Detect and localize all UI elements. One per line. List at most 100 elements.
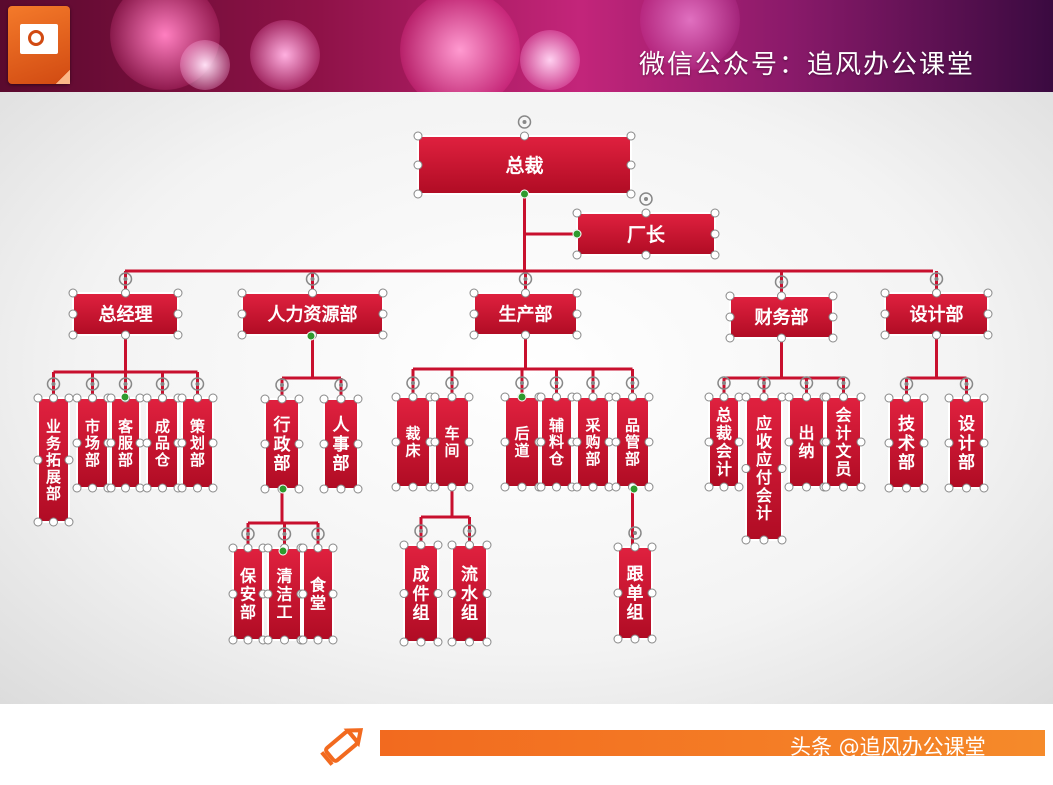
svg-text:厂长: 厂长 — [627, 224, 666, 246]
svg-text:保: 保 — [239, 567, 257, 586]
svg-text:堂: 堂 — [310, 593, 326, 612]
powerpoint-icon — [8, 6, 70, 84]
svg-text:员: 员 — [835, 459, 851, 478]
svg-text:辅: 辅 — [549, 416, 564, 434]
svg-text:工: 工 — [276, 602, 292, 621]
svg-text:会: 会 — [716, 441, 732, 460]
node-2-5[interactable]: 品管部 — [615, 396, 650, 488]
svg-text:财务部: 财务部 — [755, 306, 809, 328]
node-1-0[interactable]: 行政部 — [264, 398, 300, 490]
svg-text:组: 组 — [461, 602, 478, 623]
svg-text:组: 组 — [627, 602, 644, 623]
footer-text: 头条 @追风办公课堂 — [790, 735, 986, 759]
node-4-1[interactable]: 设计部 — [948, 397, 985, 489]
svg-text:政: 政 — [274, 434, 292, 455]
node-1-1[interactable]: 人事部 — [323, 398, 359, 490]
svg-text:技: 技 — [898, 414, 916, 435]
svg-text:纳: 纳 — [798, 441, 814, 460]
svg-text:计: 计 — [835, 423, 851, 442]
svg-text:术: 术 — [898, 433, 915, 454]
svg-text:收: 收 — [756, 432, 772, 451]
svg-text:成: 成 — [413, 564, 430, 585]
svg-text:拓: 拓 — [46, 451, 61, 469]
svg-text:计: 计 — [756, 504, 772, 523]
svg-text:品: 品 — [155, 434, 170, 452]
node-0-3[interactable]: 成品仓 — [146, 397, 179, 489]
svg-text:部: 部 — [46, 485, 61, 503]
svg-text:部: 部 — [274, 453, 291, 474]
svg-text:间: 间 — [444, 442, 459, 460]
svg-text:文: 文 — [835, 441, 852, 460]
svg-text:部: 部 — [958, 452, 975, 473]
banner-title: 微信公众号：追风办公课堂 — [638, 50, 975, 80]
node-2-4[interactable]: 采购部 — [576, 396, 610, 488]
svg-text:洁: 洁 — [276, 584, 292, 603]
svg-text:单: 单 — [627, 583, 644, 604]
svg-text:车: 车 — [444, 425, 459, 443]
svg-text:购: 购 — [585, 433, 600, 451]
svg-text:会: 会 — [756, 486, 772, 505]
node-0-4[interactable]: 策划部 — [181, 397, 214, 489]
node-2-0[interactable]: 裁床 — [395, 396, 431, 488]
title-banner: 微信公众号：追风办公课堂 — [0, 0, 1053, 92]
node-ceo[interactable]: 总裁 — [417, 135, 632, 195]
svg-text:部: 部 — [190, 451, 205, 469]
svg-text:床: 床 — [405, 442, 421, 460]
svg-text:服: 服 — [118, 434, 134, 452]
svg-text:部: 部 — [898, 452, 915, 473]
node-workshop-sub-0[interactable]: 成件组 — [403, 544, 439, 643]
node-2-1[interactable]: 车间 — [434, 396, 470, 488]
svg-text:出: 出 — [798, 423, 814, 442]
svg-text:应: 应 — [756, 414, 772, 433]
svg-text:部: 部 — [585, 450, 600, 468]
node-factory-director[interactable]: 厂长 — [576, 212, 716, 256]
node-workshop-sub-1[interactable]: 流水组 — [451, 544, 488, 643]
node-hr-sub-1[interactable]: 清洁工 — [267, 547, 302, 641]
svg-text:行: 行 — [273, 415, 291, 436]
svg-text:采: 采 — [584, 416, 601, 434]
svg-text:安: 安 — [240, 584, 256, 603]
svg-text:人力资源部: 人力资源部 — [268, 303, 358, 325]
node-dept-0[interactable]: 总经理 — [72, 292, 179, 336]
org-chart: 总裁厂长总经理人力资源部生产部财务部设计部业务拓展部市场部客服部成品仓策划部行政… — [33, 115, 993, 647]
svg-text:生产部: 生产部 — [499, 303, 553, 325]
svg-text:部: 部 — [625, 450, 640, 468]
svg-text:付: 付 — [756, 468, 772, 487]
node-0-1[interactable]: 市场部 — [76, 397, 109, 489]
node-4-0[interactable]: 技术部 — [888, 397, 925, 489]
svg-text:市: 市 — [85, 417, 100, 435]
svg-text:品: 品 — [625, 416, 640, 434]
svg-text:事: 事 — [333, 435, 350, 455]
svg-text:部: 部 — [333, 453, 350, 474]
svg-text:部: 部 — [240, 602, 256, 621]
node-hr-sub-0[interactable]: 保安部 — [232, 547, 264, 641]
svg-text:仓: 仓 — [548, 450, 565, 468]
node-dept-2[interactable]: 生产部 — [473, 292, 578, 336]
svg-text:后: 后 — [514, 425, 529, 443]
svg-text:总经理: 总经理 — [99, 303, 153, 325]
svg-text:部: 部 — [118, 451, 133, 469]
svg-text:裁: 裁 — [716, 423, 732, 442]
svg-text:客: 客 — [117, 417, 134, 435]
svg-text:裁: 裁 — [405, 425, 420, 443]
node-2-2[interactable]: 后道 — [504, 396, 540, 488]
svg-text:仓: 仓 — [154, 451, 171, 469]
svg-text:人: 人 — [333, 416, 351, 436]
svg-text:食: 食 — [309, 575, 327, 594]
node-2-3[interactable]: 辅料仓 — [540, 396, 573, 488]
svg-text:部: 部 — [85, 451, 100, 469]
node-3-2[interactable]: 出纳 — [788, 396, 825, 488]
svg-text:划: 划 — [190, 434, 205, 452]
svg-text:设: 设 — [958, 415, 975, 435]
footer-bar — [380, 730, 1045, 756]
svg-text:策: 策 — [189, 417, 206, 435]
svg-text:水: 水 — [461, 583, 479, 604]
svg-text:业: 业 — [46, 418, 61, 436]
node-dept-4[interactable]: 设计部 — [884, 292, 989, 336]
node-dept-3[interactable]: 财务部 — [729, 295, 834, 339]
node-dept-1[interactable]: 人力资源部 — [241, 292, 384, 336]
node-qc-sub-0[interactable]: 跟单组 — [617, 546, 653, 640]
